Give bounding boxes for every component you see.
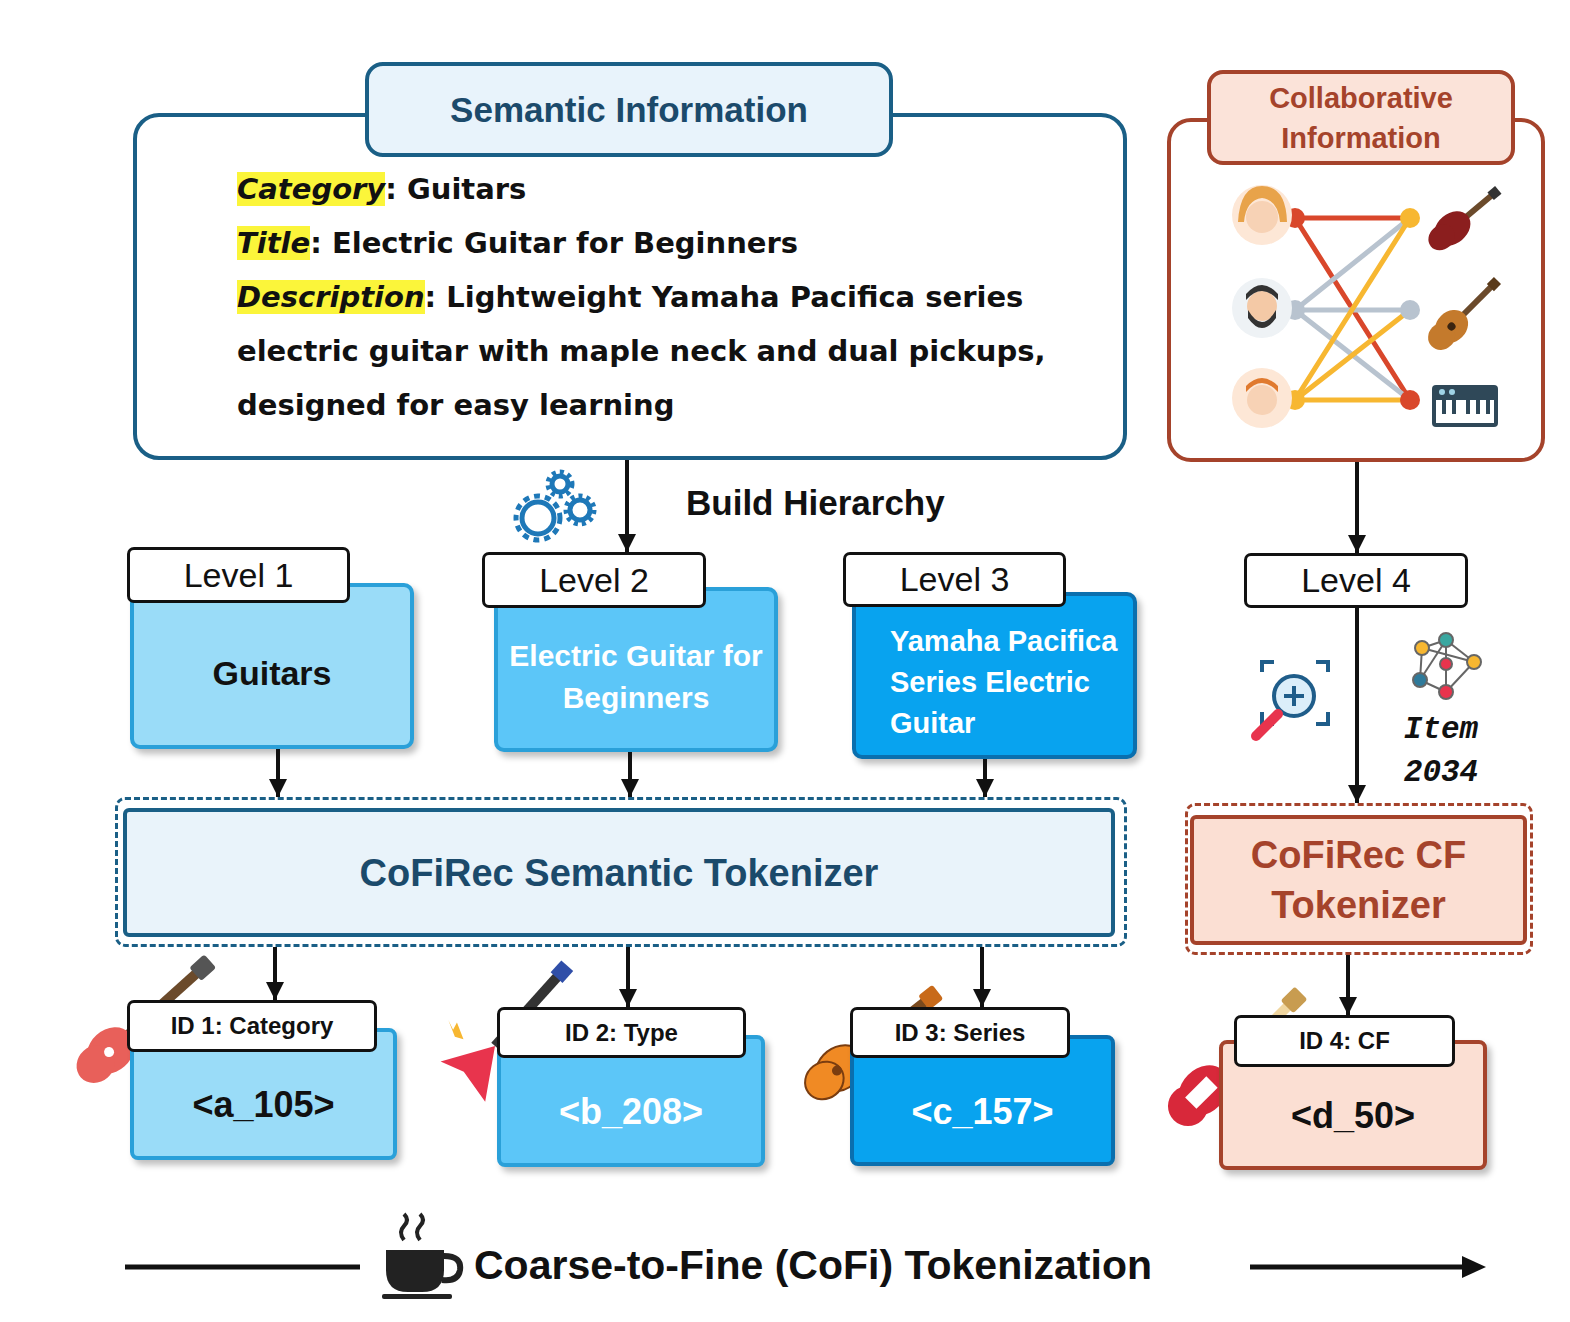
tab-label: ID 4: CF [1234,1015,1455,1067]
diagram-node-level: Yamaha Pacifica Series Electric Guitar Le… [843,552,1137,759]
diagram-node-id: <c_157> ID 3: Series [850,1007,1115,1166]
diagram-node-id: <b_208> ID 2: Type [497,1007,765,1167]
edge-label: Item 2034 [1386,708,1496,795]
panel-title: Collaborative Information [1231,78,1491,158]
attribute-list: Category: GuitarsTitle: Electric Guitar … [237,162,1057,432]
level-tab: Level 4 [1301,561,1411,600]
attribute-line: Title: Electric Guitar for Beginners [237,216,1057,270]
footer-caption: Coarse-to-Fine (CoFi) Tokenization [474,1242,1152,1289]
diagram-node-level: Electric Guitar for Beginners Level 2 [482,552,778,752]
attribute-line: Category: Guitars [237,162,1057,216]
diagram-node-tok: CoFiRec Semantic Tokenizer [115,797,1127,947]
connector-arrow [1355,608,1359,803]
tab-label: ID 1: Category [127,1000,377,1052]
diagram-node-collab: Collaborative Information [1167,70,1545,462]
id-tab: ID 3: Series [895,1019,1026,1047]
connector-arrow [625,460,629,552]
tokenizer-name: CoFiRec Semantic Tokenizer [360,848,879,898]
diagram-node-id: <a_105> ID 1: Category [127,1000,397,1160]
network-icon [1413,633,1481,699]
panel-header: Semantic Information [365,62,893,157]
diagram-node-tabonly: Level 4 [1244,553,1468,608]
level-box: Yamaha Pacifica Series Electric Guitar [852,592,1137,759]
level-box: Electric Guitar for Beginners [494,587,778,752]
tab-label: Level 1 [127,547,350,603]
panel-body: Category: GuitarsTitle: Electric Guitar … [133,113,1127,460]
token-id: <d_50> [1291,1095,1415,1137]
panel-header: Collaborative Information [1207,70,1515,165]
tab-label: Level 3 [843,552,1066,607]
connector-arrow [980,947,984,1007]
id-tab: ID 4: CF [1299,1027,1390,1055]
tokenizer-box: CoFiRec Semantic Tokenizer [123,808,1115,937]
connector-arrow [983,759,987,797]
level-tab: Level 3 [900,560,1010,599]
tab-label: ID 2: Type [497,1007,746,1058]
token-id: <a_105> [192,1084,334,1126]
connector-arrow [273,947,277,1000]
tab-label: Level 2 [482,552,706,608]
panel-body [1167,118,1545,462]
coffee-cup-icon [382,1214,460,1299]
user-avatars [1232,185,1292,428]
tokenizer-name: CoFiRec CF Tokenizer [1214,830,1503,930]
token-id: <b_208> [559,1091,703,1133]
connector-arrow [628,752,632,797]
level-box: Guitars [130,583,414,749]
tab-label: ID 3: Series [850,1007,1070,1058]
gears-icon [516,472,594,540]
panel-title: Semantic Information [450,90,808,130]
attribute-line: Description: Lightweight Yamaha Pacifica… [237,270,1057,432]
level-content: Guitars [212,650,331,696]
level-content: Yamaha Pacifica Series Electric Guitar [890,621,1123,744]
connector-arrow [626,947,630,1007]
token-id: <c_157> [911,1091,1053,1133]
edge-label: Build Hierarchy [686,478,1006,527]
magnifier-icon [1256,662,1328,736]
interaction-graph [1285,208,1420,410]
id-tab: ID 1: Category [171,1012,334,1040]
diagram-node-semantic: Category: GuitarsTitle: Electric Guitar … [133,62,1127,460]
connector-arrow [1346,955,1350,1015]
level-tab: Level 2 [539,561,649,600]
diagram-node-level: Guitars Level 1 [127,547,414,749]
item-icons [1421,178,1508,427]
diagram-node-tok: CoFiRec CF Tokenizer [1185,803,1533,955]
diagram-node-id: <d_50> ID 4: CF [1219,1015,1487,1170]
tab-label: Level 4 [1244,553,1468,608]
level-content: Electric Guitar for Beginners [508,635,764,719]
id-tab: ID 2: Type [565,1019,678,1047]
level-tab: Level 1 [184,556,294,595]
tokenizer-box: CoFiRec CF Tokenizer [1190,815,1527,945]
connector-arrow [276,749,280,797]
connector-arrow [1355,462,1359,553]
